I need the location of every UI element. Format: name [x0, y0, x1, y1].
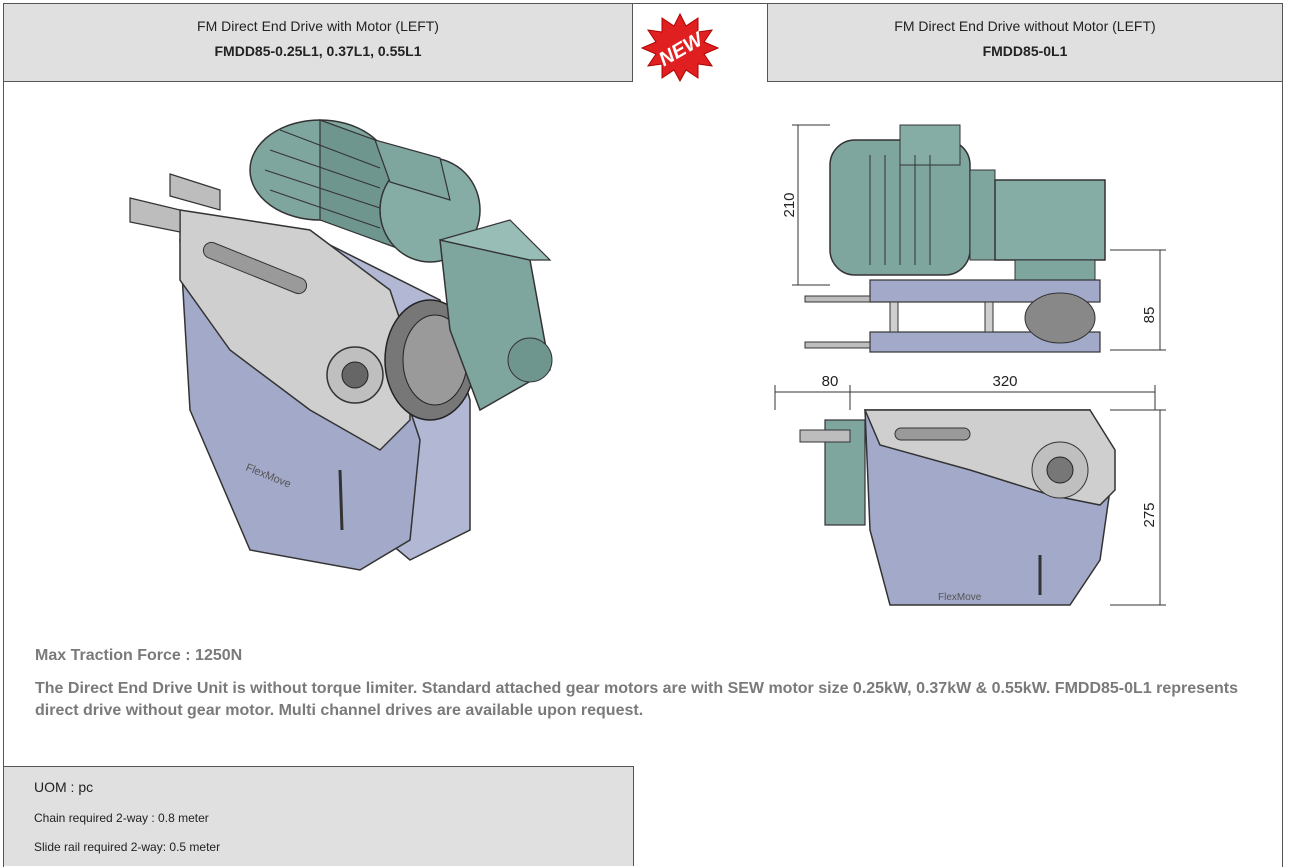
dim-80: 80	[822, 373, 839, 390]
chain-required: Chain required 2-way : 0.8 meter	[34, 811, 209, 825]
header-without-motor-title: FM Direct End Drive without Motor (LEFT)	[894, 18, 1156, 34]
drive-isometric-illustration: FlexMove	[129, 119, 553, 571]
max-traction-force: Max Traction Force : 1250N	[35, 647, 243, 664]
header-without-motor-models: FMDD85-0L1	[982, 43, 1068, 59]
slide-rail-required: Slide rail required 2-way: 0.5 meter	[34, 840, 221, 854]
dim-85: 85	[1141, 307, 1158, 324]
page-frame	[3, 3, 1283, 867]
svg-text:FlexMove: FlexMove	[938, 592, 982, 603]
header-with-motor: FM Direct End Drive with Motor (LEFT) FM…	[4, 4, 633, 82]
product-description: The Direct End Drive Unit is without tor…	[35, 680, 1238, 719]
dim-320: 320	[992, 373, 1017, 390]
header-with-motor-models: FMDD85-0.25L1, 0.37L1, 0.55L1	[214, 43, 422, 59]
new-badge-icon: NEW	[640, 12, 720, 82]
uom-title: UOM : pc	[34, 779, 94, 795]
dimension-drawing: 210 85 80 320 275 FlexMove	[774, 124, 1166, 606]
header-with-motor-title: FM Direct End Drive with Motor (LEFT)	[197, 18, 439, 34]
uom-panel: UOM : pc Chain required 2-way : 0.8 mete…	[4, 766, 634, 866]
header-without-motor: FM Direct End Drive without Motor (LEFT)…	[767, 4, 1282, 82]
dim-275: 275	[1141, 502, 1158, 527]
dim-210: 210	[781, 192, 798, 217]
